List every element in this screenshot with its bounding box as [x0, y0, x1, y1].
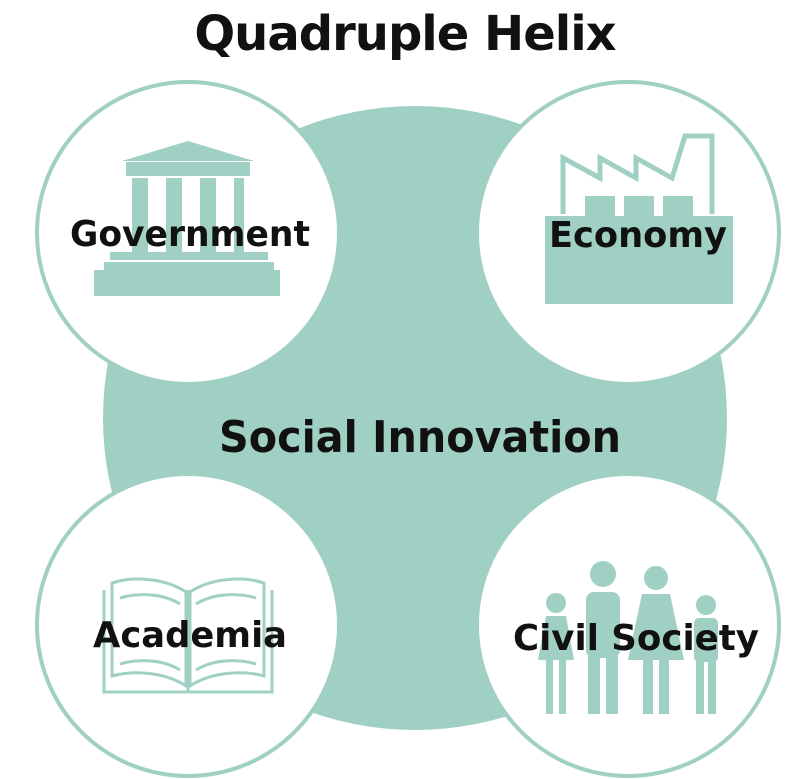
civil-society-label: Civil Society [513, 618, 759, 659]
economy-label: Economy [549, 215, 727, 256]
academia-node: Academia [35, 472, 341, 778]
center-label: Social Innovation [219, 412, 621, 463]
building-columns-icon [94, 141, 280, 296]
family-icon [538, 561, 718, 714]
academia-label: Academia [93, 615, 287, 656]
government-label: Government [70, 214, 310, 255]
factory-icon [545, 133, 733, 304]
government-circle [35, 80, 341, 386]
government-node: Government [35, 80, 341, 386]
diagram-title: Quadruple Helix [194, 6, 616, 62]
open-book-icon [102, 577, 274, 694]
economy-node: Economy [475, 80, 781, 386]
civil-society-node: Civil Society [475, 472, 781, 778]
